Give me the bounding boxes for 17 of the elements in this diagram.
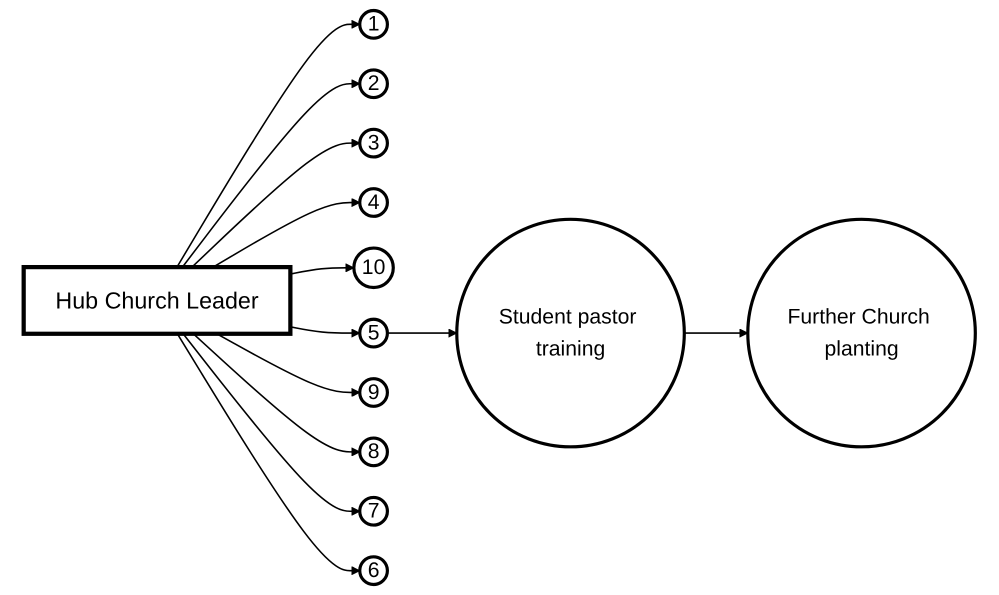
node-box: Hub Church Leader bbox=[22, 265, 292, 336]
node-circle: 3 bbox=[358, 128, 389, 159]
node-circle: 4 bbox=[358, 187, 389, 218]
arrow bbox=[290, 263, 354, 275]
arrow bbox=[387, 328, 458, 338]
node-circle: 9 bbox=[358, 377, 389, 408]
node-circle: Further Church planting bbox=[746, 218, 977, 448]
arrow bbox=[684, 328, 748, 338]
node-circle: 7 bbox=[358, 496, 389, 527]
node-circle: Student pastor training bbox=[455, 218, 686, 448]
node-circle: 6 bbox=[358, 555, 389, 586]
node-circle: 2 bbox=[358, 68, 389, 100]
node-circle: 8 bbox=[358, 436, 389, 468]
arrow bbox=[290, 326, 360, 338]
node-circle: 1 bbox=[358, 8, 389, 40]
node-circle: 10 bbox=[352, 246, 395, 290]
node-circle: 5 bbox=[358, 318, 389, 348]
